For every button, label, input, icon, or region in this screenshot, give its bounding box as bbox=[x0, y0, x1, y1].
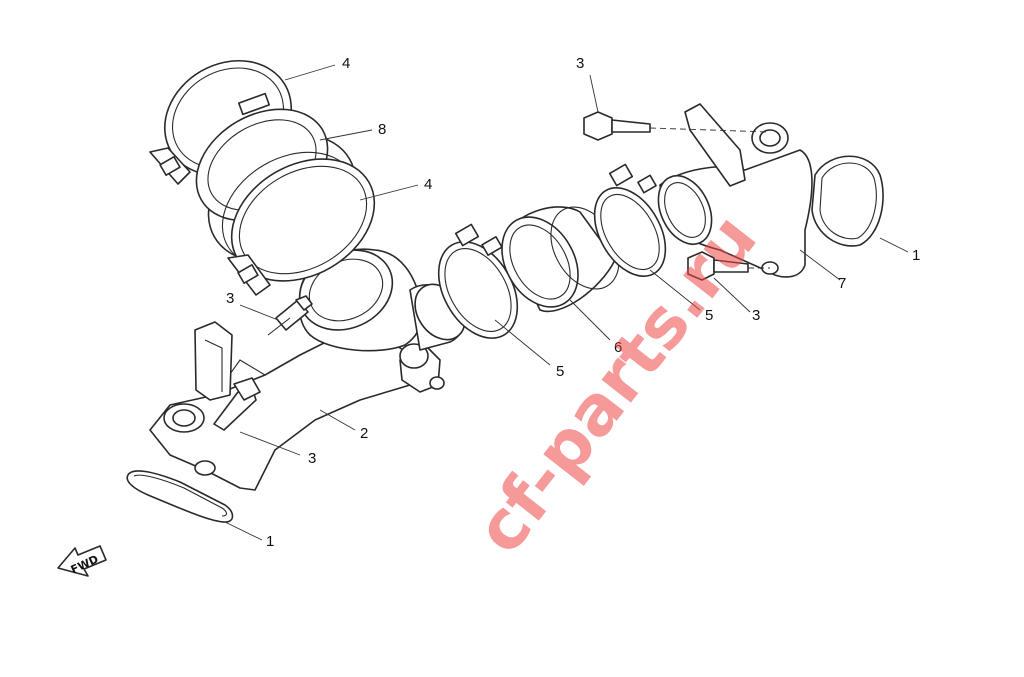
callout-5-left: 5 bbox=[556, 363, 564, 380]
callout-3-right-lower: 3 bbox=[752, 307, 760, 324]
rubber-sleeve-6 bbox=[501, 206, 620, 313]
bolt-3-left-lower bbox=[213, 377, 261, 431]
callout-3-left-lower: 3 bbox=[308, 450, 316, 467]
gasket-1-right bbox=[811, 155, 884, 247]
hose-clamp-5-right bbox=[593, 163, 667, 277]
callout-4-upper: 4 bbox=[342, 55, 350, 72]
bolt-3-left-upper bbox=[267, 295, 313, 336]
assembly-line-right-upper bbox=[649, 127, 771, 133]
callout-3-left-upper: 3 bbox=[226, 290, 234, 307]
callout-6: 6 bbox=[614, 339, 622, 356]
callout-1-left: 1 bbox=[266, 533, 274, 550]
callout-7: 7 bbox=[838, 275, 846, 292]
bolt-3-right-lower bbox=[687, 251, 749, 281]
callout-8: 8 bbox=[378, 121, 386, 138]
bolt-3-right-upper bbox=[583, 111, 651, 141]
hose-clamp-4-lower bbox=[227, 158, 376, 296]
callout-3-right-upper: 3 bbox=[576, 55, 584, 72]
leader-lines bbox=[224, 64, 909, 541]
intake-manifold-left bbox=[149, 321, 445, 491]
forward-direction-arrow-icon: FWD bbox=[57, 545, 107, 577]
gasket-1-left bbox=[126, 470, 234, 523]
callout-2: 2 bbox=[360, 425, 368, 442]
callout-5-right: 5 bbox=[705, 307, 713, 324]
callout-1-right: 1 bbox=[912, 247, 920, 264]
callout-4-lower: 4 bbox=[424, 176, 432, 193]
intake-manifold-right bbox=[657, 103, 813, 278]
